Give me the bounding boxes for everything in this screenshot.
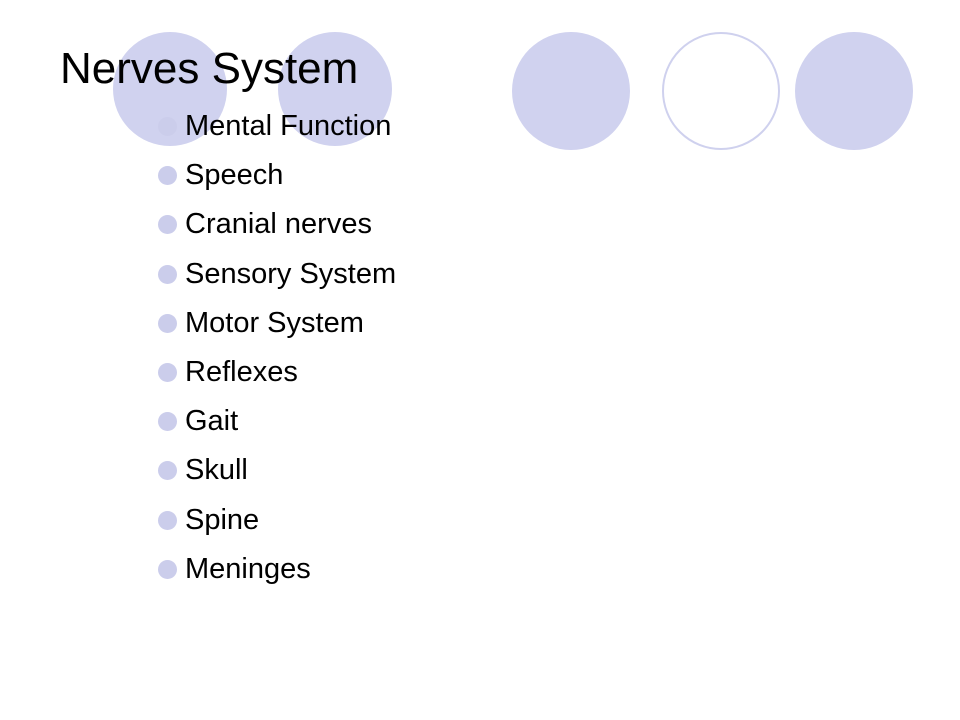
decorative-circle-3 <box>512 32 630 150</box>
bullet-item: Motor System <box>158 299 396 348</box>
bullet-text: Speech <box>185 159 284 192</box>
bullet-item: Gait <box>158 397 396 446</box>
decorative-circle-5 <box>795 32 913 150</box>
bullet-item: Sensory System <box>158 250 396 299</box>
bullet-item: Skull <box>158 446 396 495</box>
bullet-dot-icon <box>158 117 177 137</box>
bullet-dot-icon <box>158 559 177 579</box>
bullet-dot-icon <box>158 510 177 530</box>
bullet-dot-icon <box>158 166 177 186</box>
bullet-dot-icon <box>158 215 177 235</box>
bullet-item: Cranial nerves <box>158 200 396 249</box>
decorative-circle-2 <box>278 32 392 146</box>
bullet-text: Motor System <box>185 306 364 339</box>
bullet-text: Skull <box>185 454 248 487</box>
slide-title: Nerves System <box>60 44 359 93</box>
bullet-dot-icon <box>158 363 177 383</box>
bullet-item: Reflexes <box>158 348 396 397</box>
bullet-dot-icon <box>158 313 177 333</box>
bullet-dot-icon <box>158 412 177 432</box>
bullet-text: Meninges <box>185 552 311 585</box>
bullet-text: Cranial nerves <box>185 208 372 241</box>
bullet-text: Spine <box>185 503 260 536</box>
bullet-dot-icon <box>158 264 177 284</box>
bullet-text: Gait <box>185 405 239 438</box>
bullet-text: Reflexes <box>185 356 298 389</box>
bullet-item: Meninges <box>158 545 396 594</box>
bullet-text: Mental Function <box>185 110 392 143</box>
bullet-list: Mental Function Speech Cranial nerves Se… <box>158 102 396 594</box>
bullet-item: Mental Function <box>158 102 396 151</box>
decorative-circle-4 <box>662 32 780 150</box>
bullet-item: Speech <box>158 151 396 200</box>
bullet-text: Sensory System <box>185 257 397 290</box>
bullet-dot-icon <box>158 461 177 481</box>
bullet-item: Spine <box>158 496 396 545</box>
